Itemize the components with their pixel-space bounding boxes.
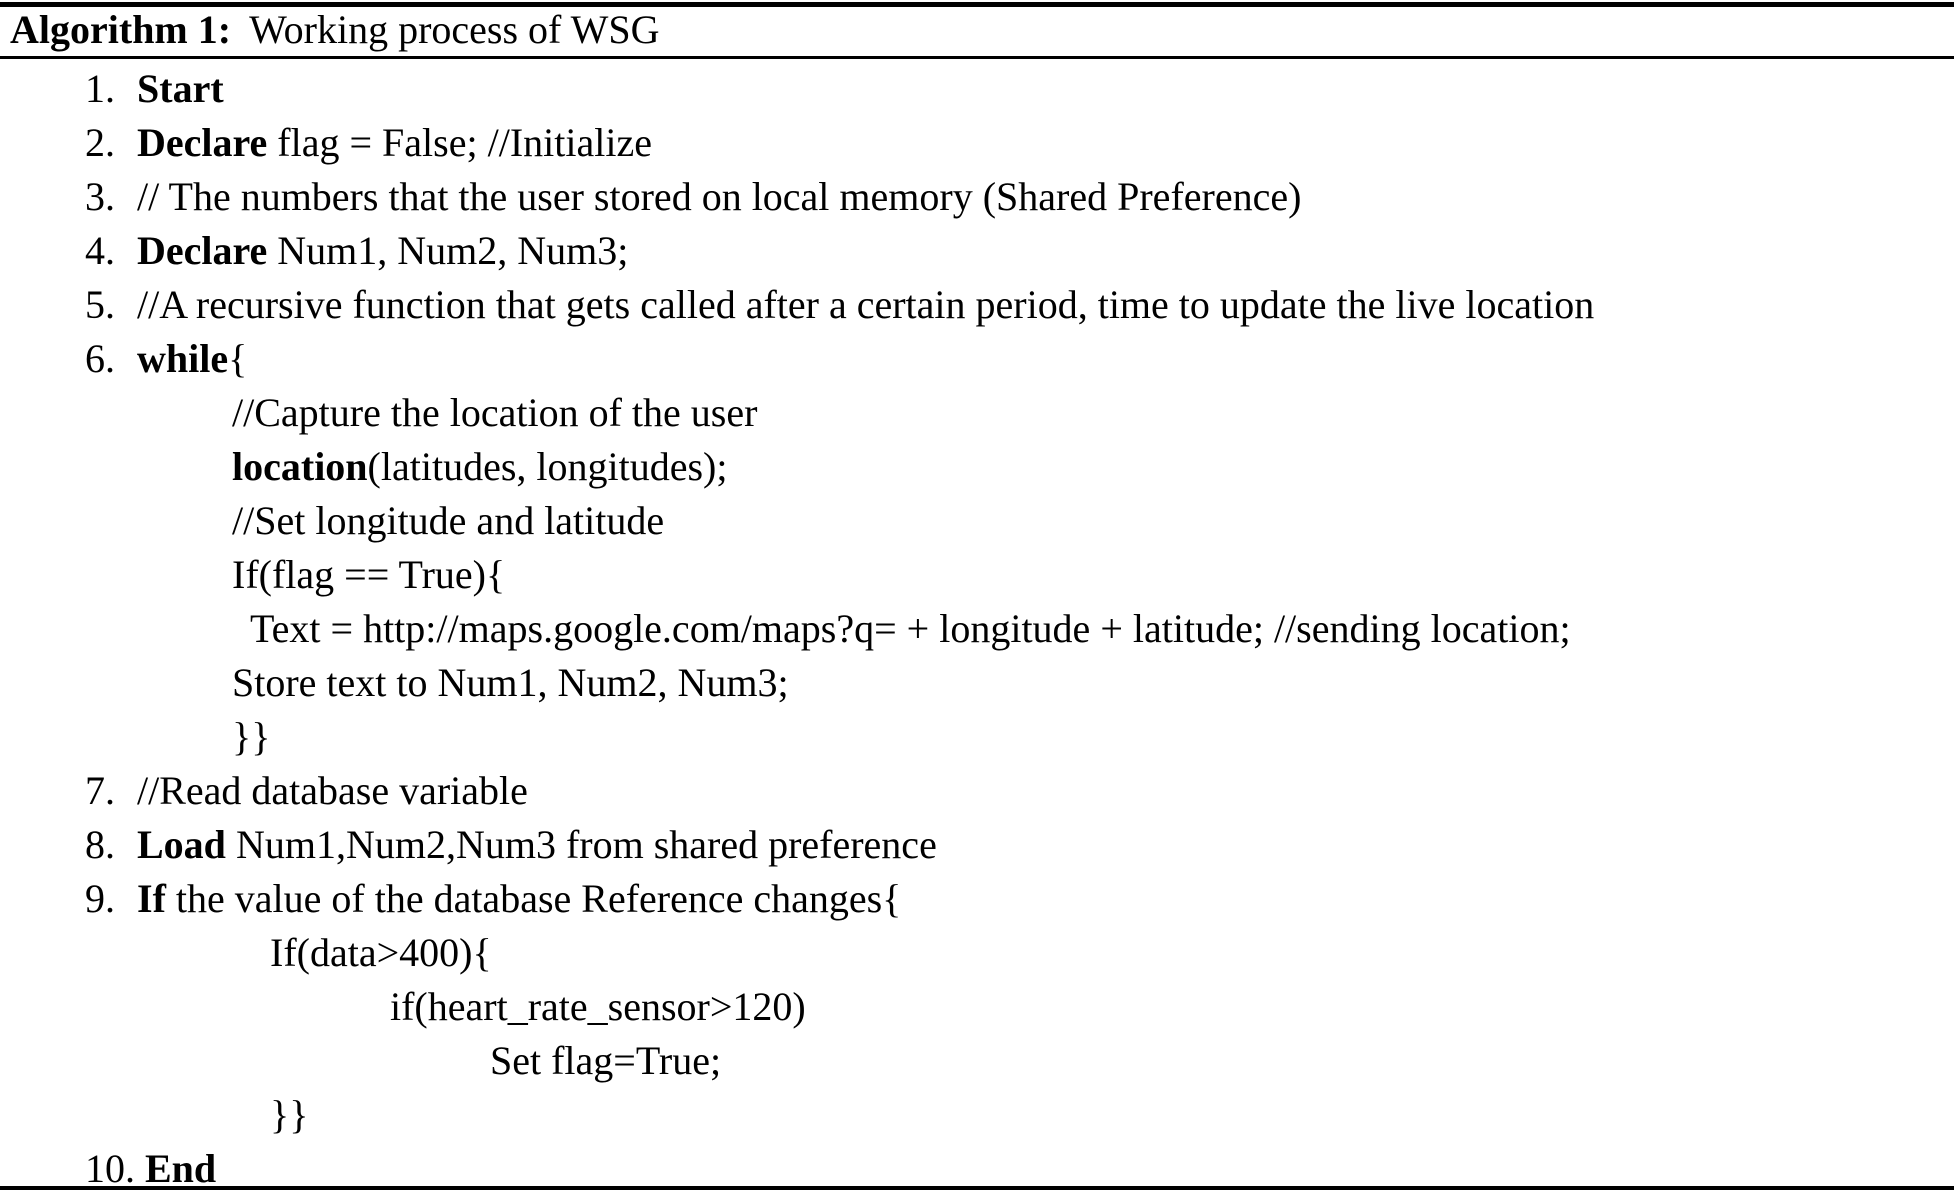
algorithm-line: location(latitudes, longitudes); — [0, 440, 1954, 494]
line-text: // The numbers that the user stored on l… — [137, 174, 1302, 219]
algorithm-line: If(flag == True){ — [0, 548, 1954, 602]
line-text: //A recursive function that gets called … — [137, 282, 1595, 327]
algorithm-line: if(heart_rate_sensor>120) — [0, 980, 1954, 1034]
line-text: Num1, Num2, Num3; — [267, 228, 629, 273]
line-text: //Capture the location of the user — [232, 390, 758, 435]
algorithm-line: 8. Load Num1,Num2,Num3 from shared prefe… — [0, 818, 1954, 872]
line-text: }} — [270, 1092, 309, 1137]
algorithm-line: 9. If the value of the database Referenc… — [0, 872, 1954, 926]
algorithm-label: Algorithm 1: — [10, 7, 232, 52]
line-text: If(flag == True){ — [232, 552, 506, 597]
top-rule — [0, 2, 1954, 7]
line-text: Store text to Num1, Num2, Num3; — [232, 660, 789, 705]
line-number: 2. — [85, 120, 125, 165]
algorithm-line: //Set longitude and latitude — [0, 494, 1954, 548]
line-keyword: while — [137, 336, 229, 381]
line-text: flag = False; //Initialize — [267, 120, 652, 165]
algorithm-title: Algorithm 1: Working process of WSG — [10, 6, 660, 54]
line-keyword: End — [145, 1146, 217, 1191]
line-text: //Set longitude and latitude — [232, 498, 665, 543]
line-text: Set flag=True; — [490, 1038, 722, 1083]
line-keyword: If — [137, 876, 166, 921]
line-text: Num1,Num2,Num3 from shared preference — [225, 822, 937, 867]
line-keyword: Declare — [137, 228, 268, 273]
line-keyword: Start — [137, 66, 224, 111]
algorithm-line: 5. //A recursive function that gets call… — [0, 278, 1954, 332]
line-number: 4. — [85, 228, 125, 273]
line-text: Text = http://maps.google.com/maps?q= + … — [250, 606, 1571, 651]
algorithm-line: 7. //Read database variable — [0, 764, 1954, 818]
line-text: { — [228, 336, 248, 381]
line-number: 3. — [85, 174, 125, 219]
line-number: 7. — [85, 768, 125, 813]
line-keyword: location — [232, 444, 368, 489]
algorithm-line: 2. Declare flag = False; //Initialize — [0, 116, 1954, 170]
algorithm-caption: Working process of WSG — [249, 7, 660, 52]
line-text: the value of the database Reference chan… — [165, 876, 902, 921]
line-number: 10. — [85, 1146, 145, 1191]
algorithm-line: 6. while{ — [0, 332, 1954, 386]
algorithm-line: 4. Declare Num1, Num2, Num3; — [0, 224, 1954, 278]
line-text: (latitudes, longitudes); — [367, 444, 728, 489]
algorithm-line: Set flag=True; — [0, 1034, 1954, 1088]
algorithm-line: }} — [0, 710, 1954, 764]
algorithm-line: If(data>400){ — [0, 926, 1954, 980]
algorithm-line: //Capture the location of the user — [0, 386, 1954, 440]
line-number: 5. — [85, 282, 125, 327]
algorithm-line: Store text to Num1, Num2, Num3; — [0, 656, 1954, 710]
line-keyword: Load — [137, 822, 226, 867]
line-text: if(heart_rate_sensor>120) — [390, 984, 806, 1029]
bottom-rule — [0, 1186, 1954, 1190]
algorithm-line: 10. End — [0, 1142, 1954, 1196]
title-rule — [0, 56, 1954, 59]
line-text: If(data>400){ — [270, 930, 492, 975]
algorithm-line: 3. // The numbers that the user stored o… — [0, 170, 1954, 224]
algorithm-line: 1. Start — [0, 62, 1954, 116]
algorithm-line: Text = http://maps.google.com/maps?q= + … — [0, 602, 1954, 656]
line-keyword: Declare — [137, 120, 268, 165]
line-number: 9. — [85, 876, 125, 921]
line-text: //Read database variable — [137, 768, 528, 813]
line-number: 8. — [85, 822, 125, 867]
line-number: 6. — [85, 336, 125, 381]
algorithm-line: }} — [0, 1088, 1954, 1142]
line-text: }} — [232, 714, 271, 759]
line-number: 1. — [85, 66, 125, 111]
